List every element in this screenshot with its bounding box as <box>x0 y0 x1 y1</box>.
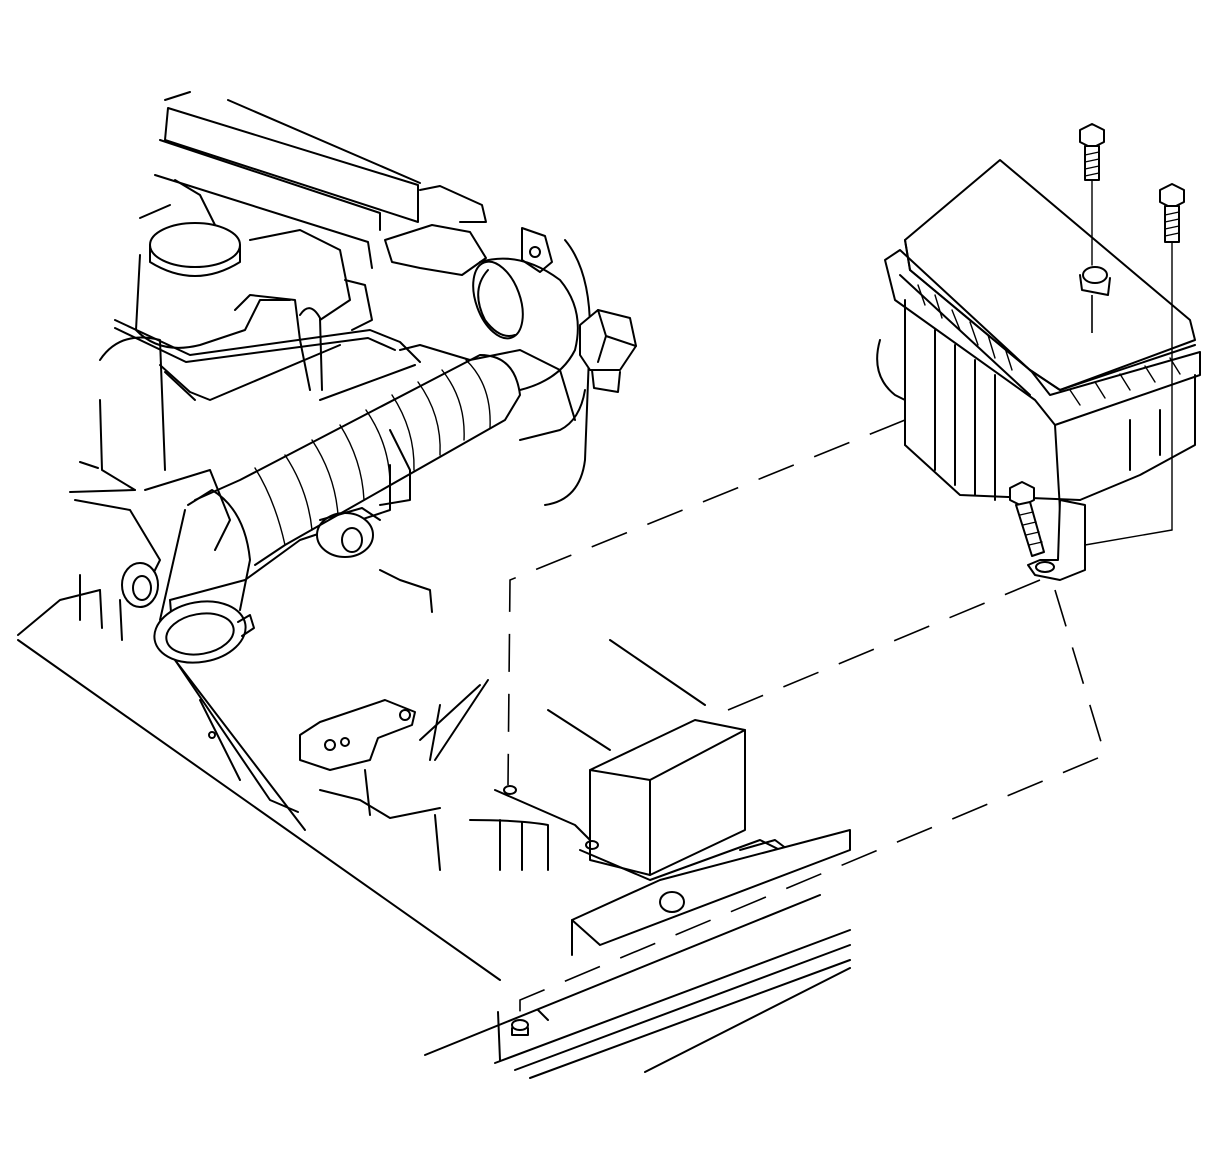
air-filter-box-icon <box>876 159 1201 581</box>
leader-lines <box>507 179 1173 1020</box>
mount-bracket-icon <box>299 679 549 871</box>
crossmember-icon <box>424 894 851 1079</box>
bolt-icon <box>1009 123 1185 557</box>
corrugated-hose-icon <box>153 354 521 664</box>
engine-icon <box>17 91 637 981</box>
bracket-icon <box>494 639 851 956</box>
